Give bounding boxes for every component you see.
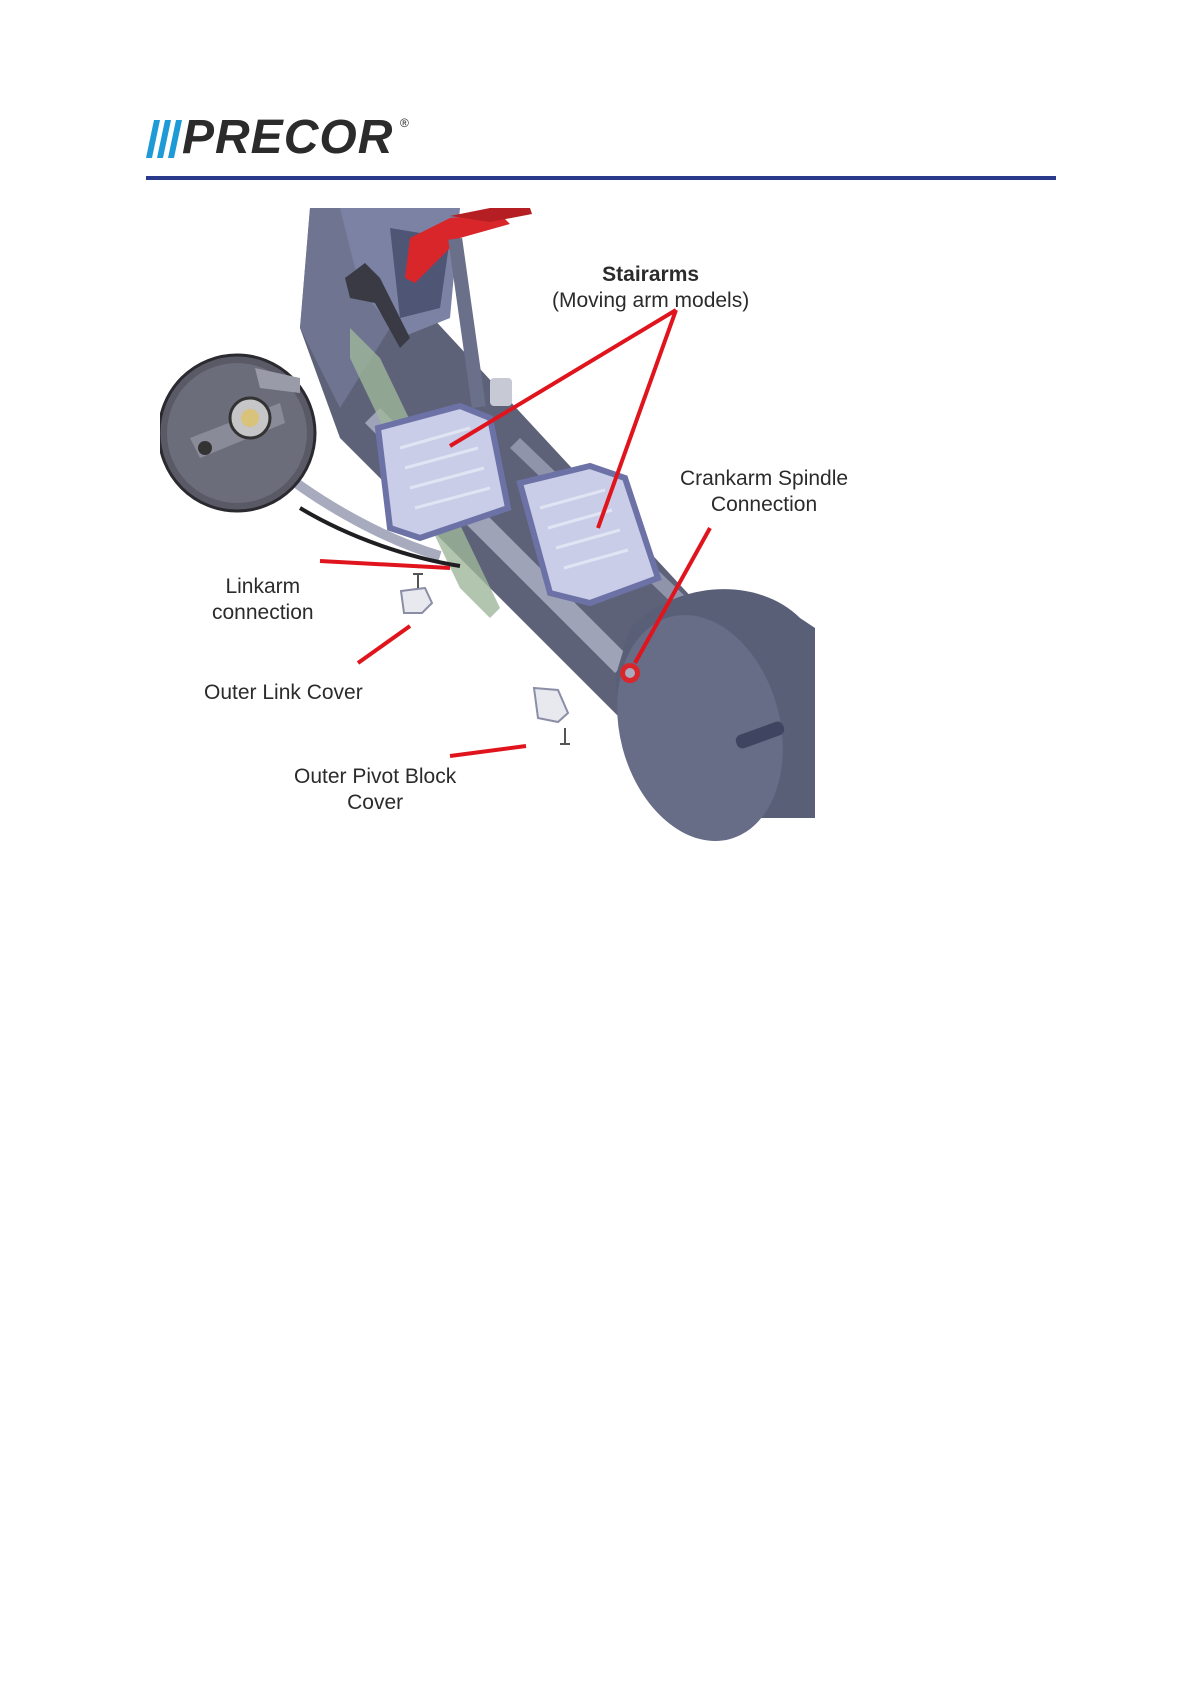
callout-crankarm-line1: Crankarm Spindle xyxy=(680,466,848,492)
callout-outer-link-cover: Outer Link Cover xyxy=(204,680,363,706)
callout-outer-pivot-line1: Outer Pivot Block xyxy=(294,764,456,790)
registered-mark: ® xyxy=(400,116,409,130)
callout-linkarm: Linkarm connection xyxy=(212,574,314,626)
callout-stairarms-title: Stairarms xyxy=(552,262,749,288)
callout-outer-pivot-line2: Cover xyxy=(294,790,456,816)
outer-link-cover-part xyxy=(401,588,432,613)
callout-linkarm-line1: Linkarm xyxy=(212,574,314,600)
outer-pivot-block-cover-leader xyxy=(450,746,526,756)
callout-crankarm-line2: Connection xyxy=(680,492,848,518)
precor-logo: PRECOR ® xyxy=(146,116,416,162)
elliptical-illustration xyxy=(160,208,880,878)
callout-crankarm-spindle: Crankarm Spindle Connection xyxy=(680,466,848,518)
callout-outer-link-cover-line1: Outer Link Cover xyxy=(204,680,363,706)
callout-stairarms: Stairarms (Moving arm models) xyxy=(552,262,749,314)
logo-wordmark: PRECOR xyxy=(182,110,393,165)
callout-linkarm-line2: connection xyxy=(212,600,314,626)
outer-pivot-block-cover-part xyxy=(534,688,568,722)
equipment-diagram: Stairarms (Moving arm models) Crankarm S… xyxy=(160,208,880,878)
page-header: PRECOR ® xyxy=(146,112,1056,182)
outer-link-cover-leader xyxy=(358,626,410,663)
callout-outer-pivot-block-cover: Outer Pivot Block Cover xyxy=(294,764,456,816)
header-divider xyxy=(146,176,1056,180)
stairarms-leader-right xyxy=(598,310,676,528)
callout-stairarms-subtitle: (Moving arm models) xyxy=(552,288,749,314)
